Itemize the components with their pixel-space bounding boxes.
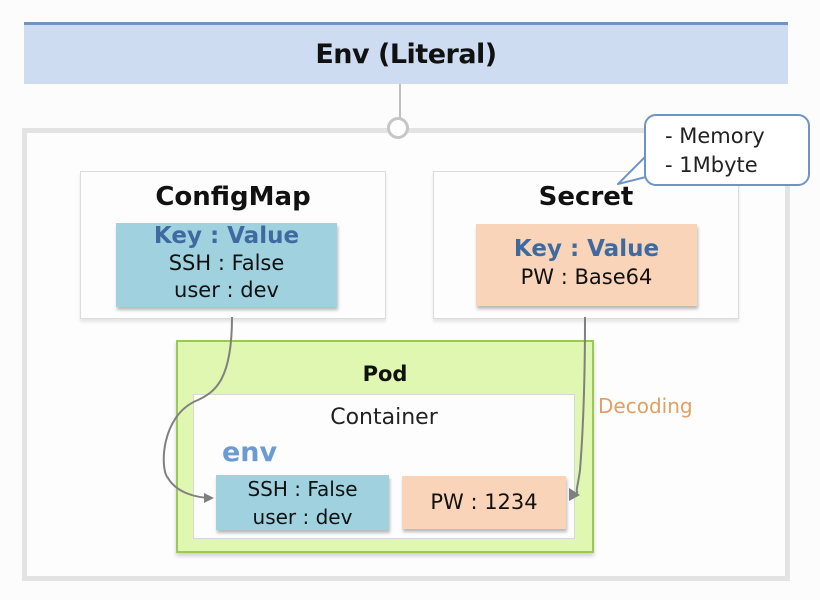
secret-kv-box: Key : Value PW : Base64 [476,224,697,306]
env-configmap-values: SSH : False user : dev [216,475,389,530]
container-title: Container [330,405,438,430]
header-bar: Env (Literal) [24,22,788,84]
pod-title: Pod [362,362,408,386]
secret-kv-header: Key : Value [513,236,660,262]
configmap-kv-header: Key : Value [153,223,300,249]
diagram-title: Env (Literal) [315,39,497,70]
connector-node [387,117,409,139]
env-secret-value: PW : 1234 [402,476,566,529]
configmap-to-env-arrow [162,316,233,503]
callout-tail-cover [646,150,656,172]
callout-line: - Memory [665,124,765,148]
secret-arrowhead [569,488,580,501]
configmap-entry: user : dev [174,278,279,302]
configmap-entry: SSH : False [168,251,285,275]
secret-decoded-entry: PW : 1234 [430,490,538,514]
decoding-label: Decoding [598,394,693,418]
configmap-title: ConfigMap [155,182,311,212]
env-entry: user : dev [252,505,353,529]
callout-note: - Memory - 1Mbyte [644,114,810,186]
callout-line: - 1Mbyte [665,153,758,177]
configmap-kv-box: Key : Value SSH : False user : dev [116,223,337,307]
secret-entry: PW : Base64 [520,265,653,289]
connector-line [399,84,401,120]
secret-title: Secret [538,182,634,212]
env-label: env [222,437,278,468]
secret-to-env-arrow [575,316,586,494]
env-entry: SSH : False [247,477,358,501]
